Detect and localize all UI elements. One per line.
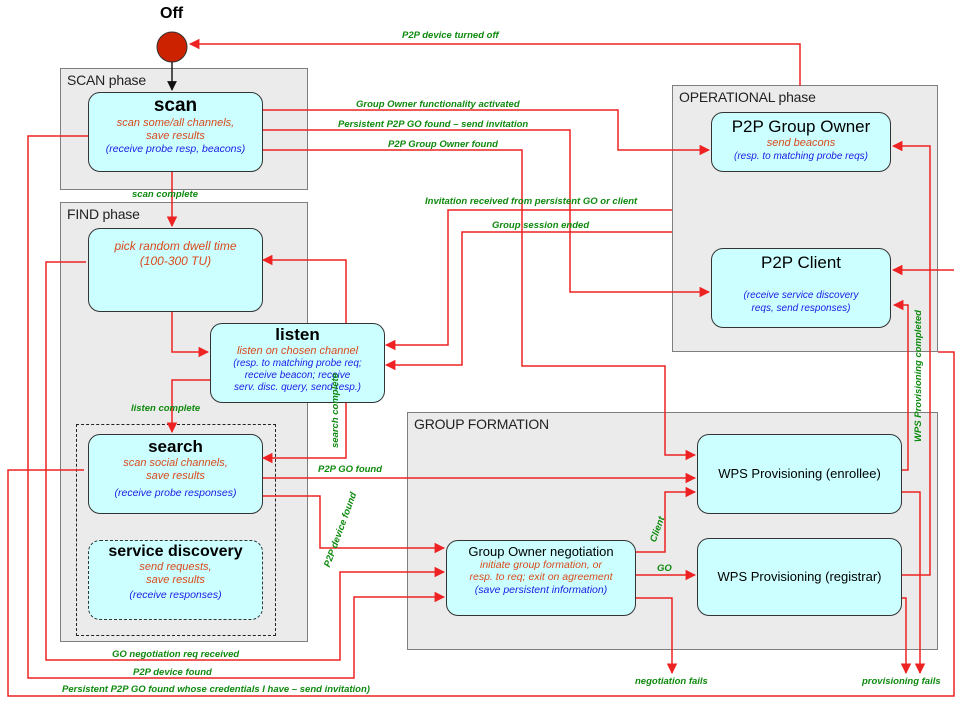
label-p2p-device-found: P2P device found bbox=[133, 667, 212, 678]
state-go-blue-1: (resp. to matching probe reqs) bbox=[734, 151, 868, 162]
state-wps-enrollee: WPS Provisioning (enrollee) bbox=[697, 434, 902, 514]
state-search-orange-2: save results bbox=[146, 470, 205, 482]
state-go-negotiation: Group Owner negotiation initiate group f… bbox=[446, 540, 636, 616]
arrow-provisioning-fails-enrollee bbox=[902, 491, 926, 675]
state-listen-blue-1: (resp. to matching probe req; bbox=[233, 358, 362, 369]
arrow-p2p-device-found-v bbox=[263, 495, 446, 554]
state-wps-registrar: WPS Provisioning (registrar) bbox=[697, 538, 902, 616]
state-scan: scan scan some/all channels, save result… bbox=[88, 92, 263, 172]
arrow-negotiation-fails bbox=[636, 597, 678, 675]
state-scan-blue-1: (receive probe resp, beacons) bbox=[105, 143, 246, 155]
state-listen-title: listen bbox=[275, 325, 320, 344]
label-p2p-go-found: P2P GO found bbox=[318, 464, 383, 475]
state-gon-blue-1: (save persistent information) bbox=[474, 584, 608, 596]
scan-phase-title: SCAN phase bbox=[67, 72, 146, 88]
arrow-go-activated bbox=[263, 109, 711, 156]
arrow-invitation-received bbox=[384, 209, 672, 351]
state-pick-dwell: pick random dwell time (100-300 TU) bbox=[88, 228, 263, 312]
find-phase-title: FIND phase bbox=[67, 206, 140, 222]
label-persistent-credentials: Persistent P2P GO found whose credential… bbox=[62, 684, 370, 695]
state-scan-title: scan bbox=[153, 95, 198, 116]
label-scan-complete: scan complete bbox=[132, 189, 198, 200]
state-client-title: P2P Client bbox=[760, 253, 841, 272]
state-search-orange-1: scan social channels, bbox=[123, 457, 228, 469]
label-negotiation-fails: negotiation fails bbox=[635, 676, 708, 687]
label-session-ended: Group session ended bbox=[492, 220, 590, 231]
group-formation-title: GROUP FORMATION bbox=[414, 416, 549, 432]
off-state-circle bbox=[156, 31, 188, 63]
off-label: Off bbox=[160, 5, 184, 22]
arrow-client bbox=[636, 486, 697, 553]
state-sd-orange-1: send requests, bbox=[139, 561, 212, 573]
state-go-title: P2P Group Owner bbox=[731, 117, 871, 136]
state-gon-orange-2: resp. to req; exit on agreement bbox=[469, 571, 613, 583]
arrow-pick-to-listen bbox=[171, 312, 210, 358]
label-go-found-top: P2P Group Owner found bbox=[388, 139, 498, 150]
state-sd-orange-2: save results bbox=[146, 574, 205, 586]
state-go-orange-1: send beacons bbox=[766, 137, 836, 149]
label-go: GO bbox=[657, 563, 672, 574]
arrow-enrollee-to-client bbox=[892, 299, 909, 471]
label-go-activated: Group Owner functionality activated bbox=[356, 99, 520, 110]
line-persistent-credentials bbox=[7, 351, 955, 697]
arrow-go-neg-req bbox=[45, 261, 446, 661]
arrow-listen-complete bbox=[166, 379, 210, 434]
state-search: search scan social channels, save result… bbox=[88, 434, 263, 514]
state-search-blue-1: (receive probe responses) bbox=[114, 487, 237, 499]
state-sd-blue-1: (receive responses) bbox=[129, 589, 222, 601]
label-search-complete: search complete bbox=[330, 373, 341, 448]
arrow-listen-to-pick bbox=[261, 254, 347, 323]
state-search-title: search bbox=[148, 437, 203, 456]
state-gon-orange-1: initiate group formation, or bbox=[480, 559, 602, 571]
label-device-off: P2P device turned off bbox=[402, 30, 499, 41]
state-service-discovery-title: service discovery bbox=[108, 543, 243, 560]
arrow-p2p-device-found bbox=[27, 135, 446, 679]
arrow-go-found-top bbox=[263, 149, 697, 461]
arrow-session-ended bbox=[384, 231, 672, 371]
arrow-persistent-go bbox=[263, 129, 711, 298]
label-listen-complete: listen complete bbox=[131, 403, 201, 414]
state-client-blue-2: reqs, send responses) bbox=[751, 303, 851, 314]
state-listen-orange-1: listen on chosen channel bbox=[236, 345, 359, 357]
state-scan-orange-1: scan some/all channels, bbox=[116, 117, 235, 129]
arrow-provisioning-fails-registrar bbox=[900, 597, 912, 675]
arrow-search-complete bbox=[261, 403, 347, 464]
arrow-device-off bbox=[188, 38, 801, 86]
state-listen: listen listen on chosen channel (resp. t… bbox=[210, 323, 385, 403]
state-listen-blue-3: serv. disc. query, send resp.) bbox=[234, 382, 361, 393]
label-persistent-go: Persistent P2P GO found – send invitatio… bbox=[338, 119, 529, 130]
label-invitation-received: Invitation received from persistent GO o… bbox=[425, 196, 638, 207]
state-listen-blue-2: receive beacon; receive bbox=[244, 370, 351, 381]
state-p2p-group-owner: P2P Group Owner send beacons (resp. to m… bbox=[711, 112, 891, 172]
state-wps-enrollee-title: WPS Provisioning (enrollee) bbox=[718, 466, 881, 481]
arrow-registrar-to-go bbox=[891, 140, 931, 576]
label-go-neg-req: GO negotiation req received bbox=[112, 649, 240, 660]
state-p2p-client: P2P Client (receive service discovery re… bbox=[711, 248, 891, 328]
state-scan-orange-2: save results bbox=[146, 130, 205, 142]
state-pick-orange-2: (100-300 TU) bbox=[139, 254, 212, 268]
label-provisioning-fails: provisioning fails bbox=[862, 676, 941, 687]
state-client-blue-1: (receive service discovery bbox=[743, 290, 859, 301]
state-gon-title: Group Owner negotiation bbox=[468, 544, 614, 559]
state-pick-orange-1: pick random dwell time bbox=[114, 239, 237, 253]
state-wps-registrar-title: WPS Provisioning (registrar) bbox=[717, 569, 882, 584]
operational-phase-title: OPERATIONAL phase bbox=[679, 89, 816, 105]
label-wps-completed: WPS Provisioning completed bbox=[913, 310, 924, 442]
state-service-discovery: service discovery send requests, save re… bbox=[88, 540, 263, 620]
